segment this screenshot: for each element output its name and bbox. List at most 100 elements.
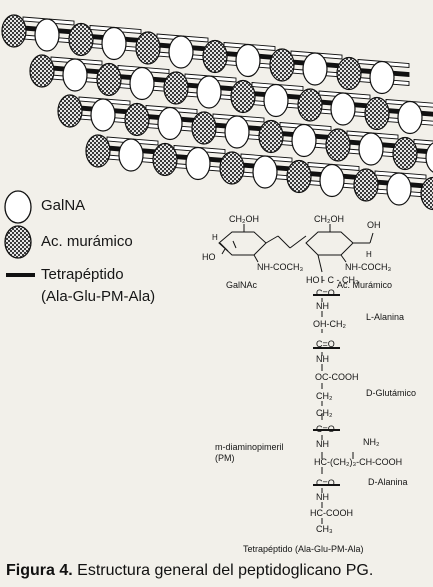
muramic-oval [152,142,178,177]
l-alanina: L-Alanina [366,312,404,322]
glycan-layer [29,54,433,135]
tetrapeptide-legend-symbol [6,273,35,277]
galna-oval [319,163,345,198]
muramic-oval [135,31,161,65]
galna-oval [157,106,183,141]
galna-oval [252,155,278,189]
c-eq-o-1: C=O [316,288,335,298]
figure-label: Figura 4. [6,562,73,579]
glycan-layer [85,134,433,211]
galna-oval [62,58,88,92]
oh-top-right: OH [367,220,381,230]
galna-oval [224,115,250,149]
muramic-oval [353,168,379,202]
muramic-oval [96,62,122,97]
galna-oval [129,66,155,101]
muramic-oval [202,39,228,74]
galna-oval [168,35,194,69]
galna-oval [90,98,116,132]
peptidoglycan-chemical-structure [218,224,374,524]
muramic-oval [1,14,27,48]
nh-2: NH [316,354,329,364]
dap-abbr: (PM) [215,453,235,463]
galna-oval [101,26,127,61]
galna-oval [425,142,433,173]
ch2oh-right: CH₂OH [314,214,344,224]
muramic-oval [57,94,83,128]
ch2oh-left: CH₂OH [229,214,259,224]
muramic-oval [297,88,323,122]
oc-cooh: OC-COOH [315,372,359,382]
muramic-oval [230,79,256,114]
muramic-oval [68,22,94,57]
h-left: H [212,233,218,242]
legend-tetrapeptide-label: Tetrapéptido [41,266,124,283]
galna-oval [118,138,144,172]
nh-coch3-right: NH-COCH₃ [345,262,391,272]
ho-left: HO [202,252,216,262]
hc-chain: HC-(CH₂)₃-CH-COOH [314,457,402,467]
d-alanina: D-Alanina [368,477,408,487]
galnac-label: GalNAc [226,280,258,290]
figure-caption-text: Estructura general del peptidoglicano PG… [77,562,374,579]
glycan-layer [57,94,433,173]
nh-3: NH [316,439,329,449]
muramic-oval [29,54,55,88]
galna-oval [369,60,395,95]
galna-oval [196,75,222,109]
legend-muramic-label: Ac. murámico [41,233,133,250]
muramic-oval [163,71,189,105]
muramic-oval [286,159,312,194]
oh-ch2: OH-CH₂ [313,319,346,329]
muramic-oval [124,102,150,137]
muramic-oval [392,136,418,171]
muramic-label: Ac. Murámico [337,280,392,290]
muramic-oval [258,119,284,154]
muramic-oval [420,176,433,211]
muramic-oval [85,134,111,168]
muramic-oval [336,56,362,91]
nh-1: NH [316,301,329,311]
nh-coch3-left: NH-COCH₃ [257,262,303,272]
ho-c-ch3: HO - C - CH₃ [306,275,359,285]
galna-oval [386,172,412,206]
h-right: H [366,250,372,259]
galna-oval [302,52,328,86]
c-eq-o-3: C=O [316,424,335,434]
d-glutamico: D-Glutámico [366,388,416,398]
galnac-ring [218,231,267,256]
hc-cooh: HC-COOH [310,508,353,518]
dap-name: m-diaminopimeril [215,442,284,452]
galna-oval [235,43,261,78]
nh2: NH₂ [363,437,380,447]
tetrapeptide-caption: Tetrapéptido (Ala-Glu-PM-Ala) [243,544,364,554]
galna-oval [185,146,211,181]
ch3: CH₃ [316,524,333,534]
legend-galna-label: GalNA [41,197,86,214]
galna-legend-symbol [4,190,32,224]
nh-4: NH [316,492,329,502]
peptidoglycan-lattice [1,14,433,211]
ch2-a: CH₂ [316,391,333,401]
figure-caption: Figura 4. Estructura general del peptido… [6,562,373,580]
ch2-b: CH₂ [316,408,333,418]
muramic-oval [364,96,390,131]
galna-oval [397,100,423,135]
chemical-labels: CH₂OH CH₂OH OH HO H H NH-COCH₃ NH-COCH₃ … [202,214,416,554]
c-eq-o-4: C=O [316,478,335,488]
muramic-ring [305,231,354,256]
galna-oval [358,132,384,166]
muramic-legend-symbol [4,225,32,259]
muramic-oval [269,48,295,82]
galna-oval [34,18,60,52]
c-eq-o-2: C=O [316,339,335,349]
galna-oval [330,92,356,126]
muramic-oval [219,151,245,185]
legend-tetrapeptide-detail: (Ala-Glu-PM-Ala) [41,288,156,305]
muramic-oval [325,128,351,162]
galna-oval [291,123,317,158]
glycan-layer [1,14,410,95]
galna-oval [263,83,289,118]
muramic-oval [191,111,217,145]
